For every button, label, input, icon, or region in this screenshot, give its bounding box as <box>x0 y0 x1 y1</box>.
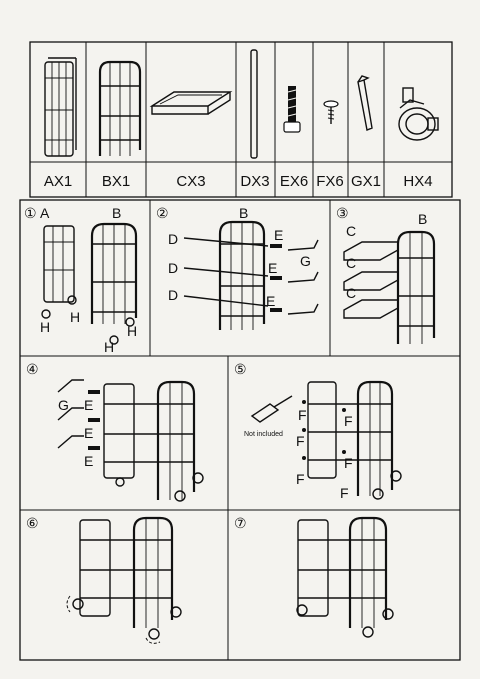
part-label-h: HX4 <box>403 173 432 190</box>
front-frame-icon <box>218 220 266 330</box>
label-g: G <box>300 253 311 269</box>
label-b: B <box>112 205 121 221</box>
label-f: F <box>296 433 305 449</box>
small-screw-icon <box>302 400 346 460</box>
allen-key-icon <box>357 75 373 131</box>
label-c: C <box>346 255 356 271</box>
label-g: G <box>58 397 69 413</box>
tray-icon <box>149 91 233 115</box>
label-e: E <box>84 397 93 413</box>
step-number: ⑥ <box>26 515 39 531</box>
step-7: ⑦ <box>234 515 394 638</box>
step-4: ④ G E E E <box>26 361 204 502</box>
label-a: A <box>40 205 50 221</box>
side-frame-icon <box>44 57 77 157</box>
step-6: ⑥ <box>26 515 182 644</box>
allen-key-icon <box>57 379 84 449</box>
part-label-b: BX1 <box>102 173 130 190</box>
label-c: C <box>346 285 356 301</box>
screw-icon <box>270 244 282 312</box>
part-label-g: GX1 <box>351 173 381 190</box>
front-frame-icon <box>98 60 142 156</box>
label-h: H <box>70 309 80 325</box>
step-number: ④ <box>26 361 39 377</box>
part-label-a: AX1 <box>44 173 72 190</box>
label-f: F <box>344 413 353 429</box>
front-frame-icon <box>90 222 138 324</box>
step-number: ② <box>156 205 169 221</box>
step-1: ① A B H H H H <box>24 205 137 355</box>
label-h: H <box>104 339 114 355</box>
small-screw-icon <box>323 100 339 124</box>
screw-icon <box>88 390 100 450</box>
caster-wheel-icon <box>41 295 135 345</box>
label-d: D <box>168 287 178 303</box>
part-label-e: EX6 <box>280 173 308 190</box>
label-f: F <box>298 407 307 423</box>
side-frame-icon <box>43 225 75 303</box>
allen-key-icon <box>287 239 319 315</box>
label-f: F <box>340 485 349 501</box>
label-d: D <box>168 231 178 247</box>
label-e: E <box>266 293 275 309</box>
cart-assembly-icon <box>66 516 182 644</box>
front-frame-icon <box>396 230 436 344</box>
cart-assembly-icon <box>307 380 402 500</box>
label-d: D <box>168 260 178 276</box>
tray-icon <box>343 241 399 319</box>
part-label-d: DX3 <box>240 173 269 190</box>
caster-wheel-icon <box>398 87 439 141</box>
step-2: ② B D D D E E E <box>156 205 319 330</box>
screwdriver-icon <box>250 395 293 423</box>
part-label-f: FX6 <box>316 173 344 190</box>
step-number: ⑤ <box>234 361 247 377</box>
step-number: ③ <box>336 205 349 221</box>
label-e: E <box>268 260 277 276</box>
step-3: ③ B C C C <box>336 205 436 344</box>
label-e: E <box>84 453 93 469</box>
label-f: F <box>344 455 353 471</box>
cart-assembly-icon <box>103 380 204 502</box>
screw-icon <box>283 86 301 133</box>
steps-grid <box>19 199 461 661</box>
rod-icon <box>250 49 258 159</box>
label-h: H <box>40 319 50 335</box>
step-5: ⑤ Not included F F F F F F <box>234 361 402 501</box>
label-b: B <box>418 211 427 227</box>
label-b: B <box>239 205 248 221</box>
parts-table: AX1 BX1 CX3 DX3 EX6 FX6 GX1 HX4 <box>29 41 453 198</box>
label-c: C <box>346 223 356 239</box>
step-number: ① <box>24 205 37 221</box>
rod-icon <box>183 237 269 307</box>
not-included-note: Not included <box>244 431 283 438</box>
cart-assembly-icon <box>296 516 394 638</box>
step-number: ⑦ <box>234 515 247 531</box>
part-label-c: CX3 <box>176 173 205 190</box>
label-e: E <box>274 227 283 243</box>
label-e: E <box>84 425 93 441</box>
label-h: H <box>127 323 137 339</box>
label-f: F <box>296 471 305 487</box>
